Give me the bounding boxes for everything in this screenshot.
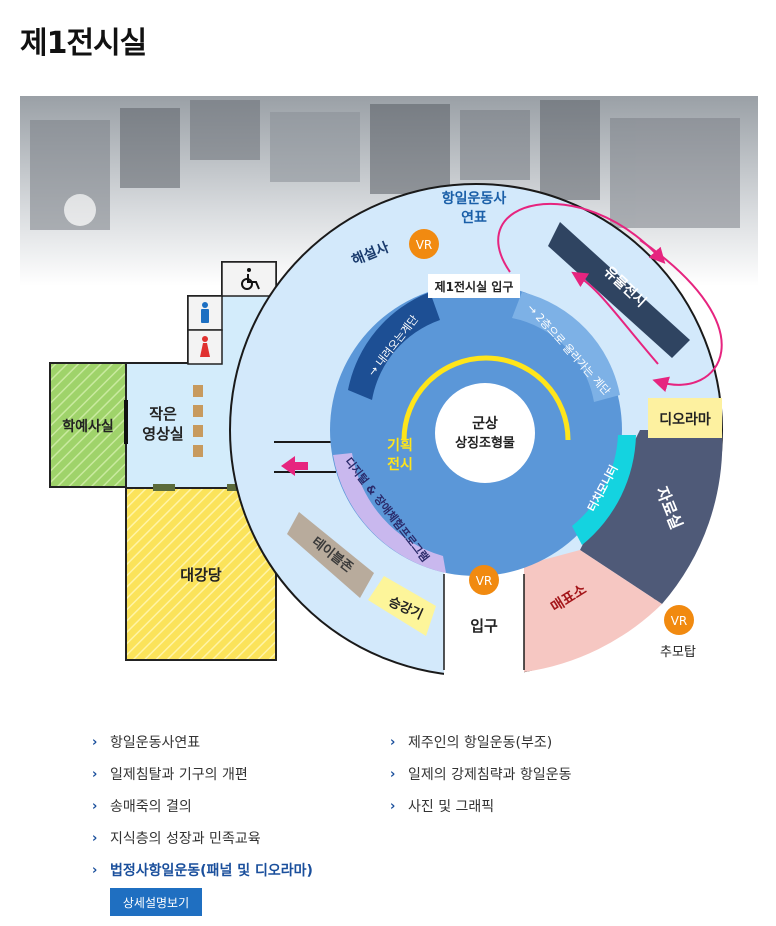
vr-button[interactable]: VR bbox=[469, 565, 499, 595]
vr-button[interactable]: VR bbox=[409, 229, 439, 259]
list-item[interactable]: ›지식층의 성장과 민족교육 bbox=[92, 828, 313, 860]
list-item[interactable]: ›제주인의 항일운동(부조) bbox=[390, 732, 571, 764]
curator-room-label: 학예사실 bbox=[62, 419, 114, 435]
exhibit-list: ›항일운동사연표 ›일제침탈과 기구의 개편 ›송매죽의 결의 ›지식층의 성장… bbox=[0, 732, 776, 922]
wheelchair-icon bbox=[241, 268, 260, 290]
exhibit-list-right: ›제주인의 항일운동(부조) ›일제의 강제침략과 항일운동 ›사진 및 그래픽 bbox=[390, 732, 571, 828]
relics-bar[interactable] bbox=[548, 222, 690, 358]
central-sculpture[interactable] bbox=[435, 383, 535, 483]
route-arrow bbox=[497, 202, 666, 273]
auditorium-label: 대강당 bbox=[180, 566, 222, 584]
elevator[interactable] bbox=[368, 576, 436, 636]
detail-view-button[interactable]: 상세설명보기 bbox=[110, 888, 202, 916]
svg-text:VR: VR bbox=[416, 238, 433, 252]
entrance-label: 입구 bbox=[470, 617, 498, 635]
chevron-right-icon: › bbox=[92, 735, 98, 750]
svg-text:VR: VR bbox=[476, 574, 493, 588]
chevron-right-icon: › bbox=[92, 863, 98, 878]
exhibit-list-left: ›항일운동사연표 ›일제침탈과 기구의 개편 ›송매죽의 결의 ›지식층의 성장… bbox=[92, 732, 313, 892]
route-arrow bbox=[571, 271, 659, 365]
door bbox=[153, 484, 175, 491]
photo-panels bbox=[30, 100, 740, 230]
table-zone[interactable] bbox=[287, 512, 374, 598]
list-item[interactable]: ›송매죽의 결의 bbox=[92, 796, 313, 828]
special-exhibition-arc bbox=[401, 355, 571, 441]
entrance-1f-label: 제1전시실 입구 bbox=[435, 279, 514, 294]
list-item[interactable]: ›일제의 강제침략과 항일운동 bbox=[390, 764, 571, 796]
diorama-label: 디오라마 bbox=[659, 412, 711, 428]
chevron-right-icon: › bbox=[92, 831, 98, 846]
seat-icons bbox=[193, 385, 203, 457]
small-theater-label-1: 작은 bbox=[149, 405, 177, 423]
diorama-box[interactable] bbox=[648, 398, 722, 438]
chevron-right-icon: › bbox=[390, 799, 396, 814]
timeline-label-1: 항일운동사 bbox=[442, 190, 507, 207]
page-title: 제1전시실 bbox=[20, 26, 147, 61]
list-item-active[interactable]: ›법정사항일운동(패널 및 디오라마) bbox=[92, 860, 313, 892]
wall-divider bbox=[124, 400, 128, 444]
ticket-sector[interactable] bbox=[524, 550, 662, 672]
central-sculpture-label-1: 군상 bbox=[472, 416, 498, 432]
floor-map: 학예사실 작은 영상실 대강당 군상 상징조형물 bbox=[20, 96, 758, 678]
stairs-down-band bbox=[348, 292, 440, 400]
special-exhibition-label-2: 전시 bbox=[387, 456, 413, 473]
touch-band[interactable] bbox=[572, 435, 636, 545]
list-item[interactable]: ›항일운동사연표 bbox=[92, 732, 313, 764]
vr-button[interactable]: VR bbox=[664, 605, 694, 635]
central-sculpture-label-2: 상징조형물 bbox=[455, 435, 515, 451]
list-item[interactable]: ›사진 및 그래픽 bbox=[390, 796, 571, 828]
chevron-right-icon: › bbox=[92, 799, 98, 814]
entrance-1f-box[interactable] bbox=[428, 274, 520, 298]
timeline-label-2: 연표 bbox=[461, 210, 487, 226]
route-arrow bbox=[639, 239, 723, 392]
male-icon bbox=[201, 302, 209, 323]
chevron-right-icon: › bbox=[92, 767, 98, 782]
special-exhibition-label-1: 기획 bbox=[387, 437, 413, 454]
list-item[interactable]: ›일제침탈과 기구의 개편 bbox=[92, 764, 313, 796]
curator-room[interactable] bbox=[49, 362, 127, 488]
exit-arrow-icon bbox=[281, 456, 308, 476]
chevron-right-icon: › bbox=[390, 767, 396, 782]
program-band[interactable] bbox=[333, 453, 446, 573]
chevron-right-icon: › bbox=[390, 735, 396, 750]
female-icon bbox=[200, 336, 210, 357]
small-theater-label-2: 영상실 bbox=[142, 425, 183, 443]
memorial-label: 추모탑 bbox=[660, 645, 696, 660]
archive-sector[interactable] bbox=[580, 430, 723, 604]
stairs-up-band bbox=[512, 292, 620, 402]
svg-text:VR: VR bbox=[671, 614, 688, 628]
